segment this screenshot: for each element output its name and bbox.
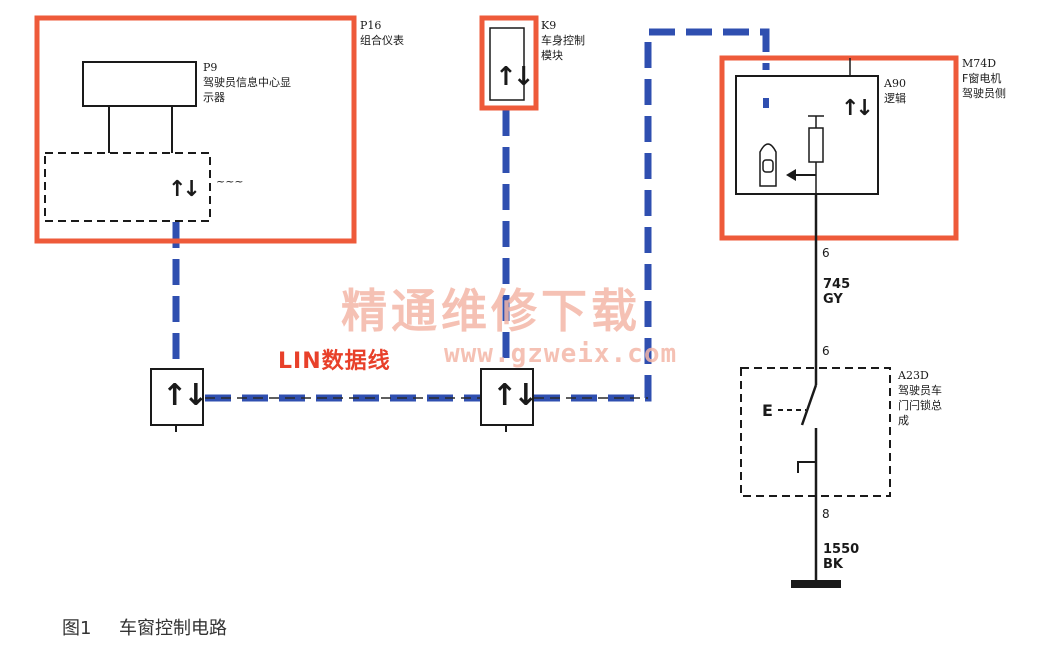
ground-bar-icon [791,580,841,588]
k9-name-line2: 模块 [541,49,563,62]
watermark-url: www.gzweix.com [444,339,678,369]
m74d-name-line2: 驾驶员侧 [962,87,1006,100]
upper-pin-label: 6 [822,246,830,260]
lower-circuit-number: 1550 [823,542,860,557]
lin-node-k9-box [480,368,534,426]
p9-ref: P9 [203,61,218,74]
upper-wire-color: GY [823,292,843,307]
upper-circuit-number: 745 [823,277,851,292]
updown-arrows-icon-a90: ↑↓ [841,96,874,121]
watermark-title: 精通维修下载 [341,284,641,338]
p16-lin-interface-box [44,152,211,222]
p9-name-line1: 驾驶员信息中心显 [203,76,291,89]
arrow-left-icon [786,169,816,181]
a23d-ref: A23D [898,369,929,382]
m74d-highlight-box [719,55,959,241]
a90-resistor [808,127,824,163]
a90-name: 逻辑 [884,92,906,105]
a23d-name-line1: 驾驶员车 [898,384,942,397]
lower-wire-color: BK [823,557,843,572]
k9-module-box [489,27,525,101]
a90-logic-box [735,75,879,195]
p16-ref: P16 [360,19,382,32]
k9-ref: K9 [541,19,557,32]
p9-name-line2: 示器 [203,91,225,104]
car-door-icon [759,143,777,187]
p16-name: 组合仪表 [360,34,404,47]
switch-bottom-pin-label: 8 [822,507,830,521]
updown-arrows-icon-lin-node-2: ↑↓ [492,378,538,413]
a23d-name-line2: 门闩锁总 [898,399,942,412]
lin-node-p16-box [150,368,204,426]
m74d-name-line1: F窗电机 [962,72,1002,85]
switch-e-label: E [762,401,773,420]
a23d-name-line3: 成 [898,414,909,427]
k9-name-line1: 车身控制 [541,34,585,47]
p16-highlight-box [34,15,357,244]
switch-contact [797,461,816,473]
switch-top-pin-label: 6 [822,344,830,358]
switch-blade [800,384,818,426]
p9-display-box [82,61,197,107]
p16-tilde-label: ~~~ [216,175,244,188]
k9-highlight-box [479,15,539,111]
figure-title: 车窗控制电路 [119,618,227,639]
updown-arrows-icon-p16: ↑↓ [168,177,201,202]
updown-arrows-icon-k9: ↑↓ [495,62,535,92]
m74d-ref: M74D [962,57,997,70]
figure-number: 图1 [62,618,92,639]
lin-bus-label: LIN数据线 [278,349,391,374]
updown-arrows-icon-lin-node-1: ↑↓ [162,378,208,413]
a90-ref: A90 [884,77,906,90]
